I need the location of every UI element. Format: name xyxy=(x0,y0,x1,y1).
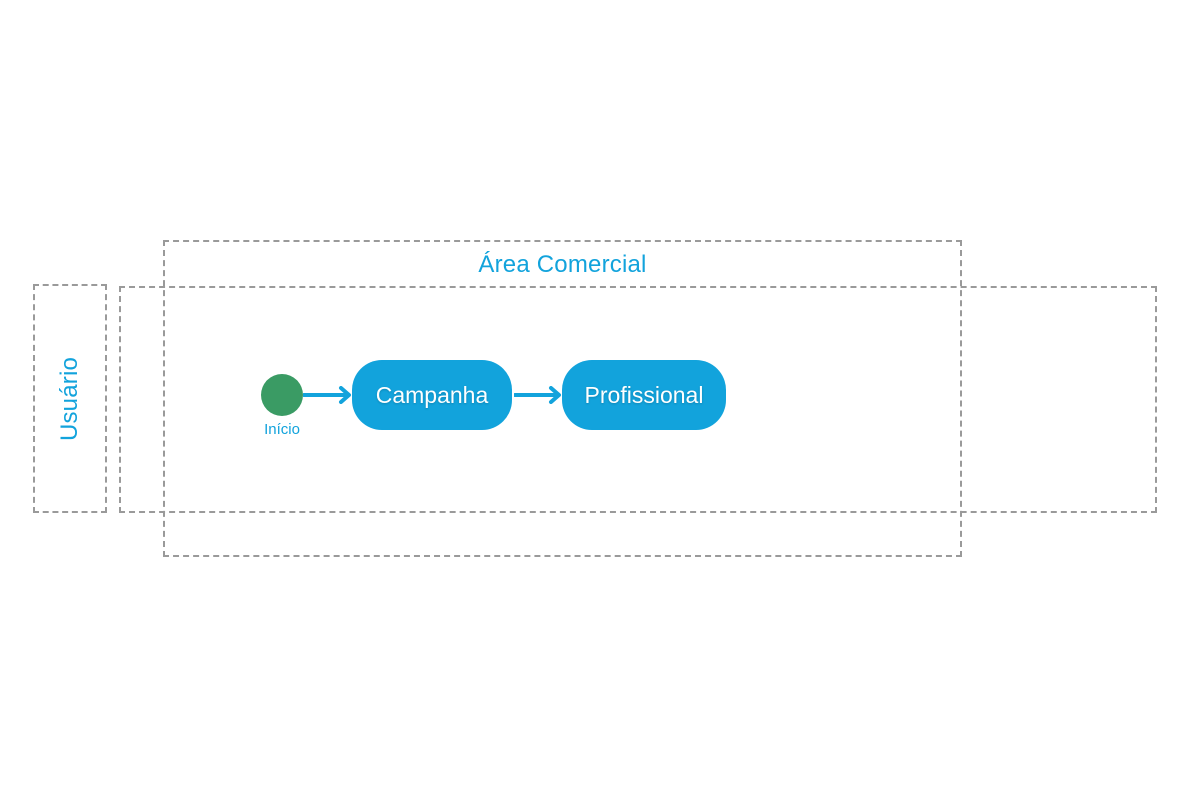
start-event-label: Início xyxy=(264,421,300,438)
start-event-node[interactable] xyxy=(261,374,303,416)
pool-area-comercial: Área Comercial xyxy=(163,240,962,557)
lane-label-box: Usuário xyxy=(33,284,107,513)
pool-title: Área Comercial xyxy=(478,251,647,278)
task-profissional-label: Profissional xyxy=(584,381,704,408)
task-campanha[interactable]: Campanha xyxy=(352,360,512,430)
task-campanha-label: Campanha xyxy=(375,381,489,408)
lane-label-usuario: Usuário xyxy=(56,356,84,441)
lane-body xyxy=(119,286,1157,513)
task-profissional[interactable]: Profissional xyxy=(562,360,726,430)
